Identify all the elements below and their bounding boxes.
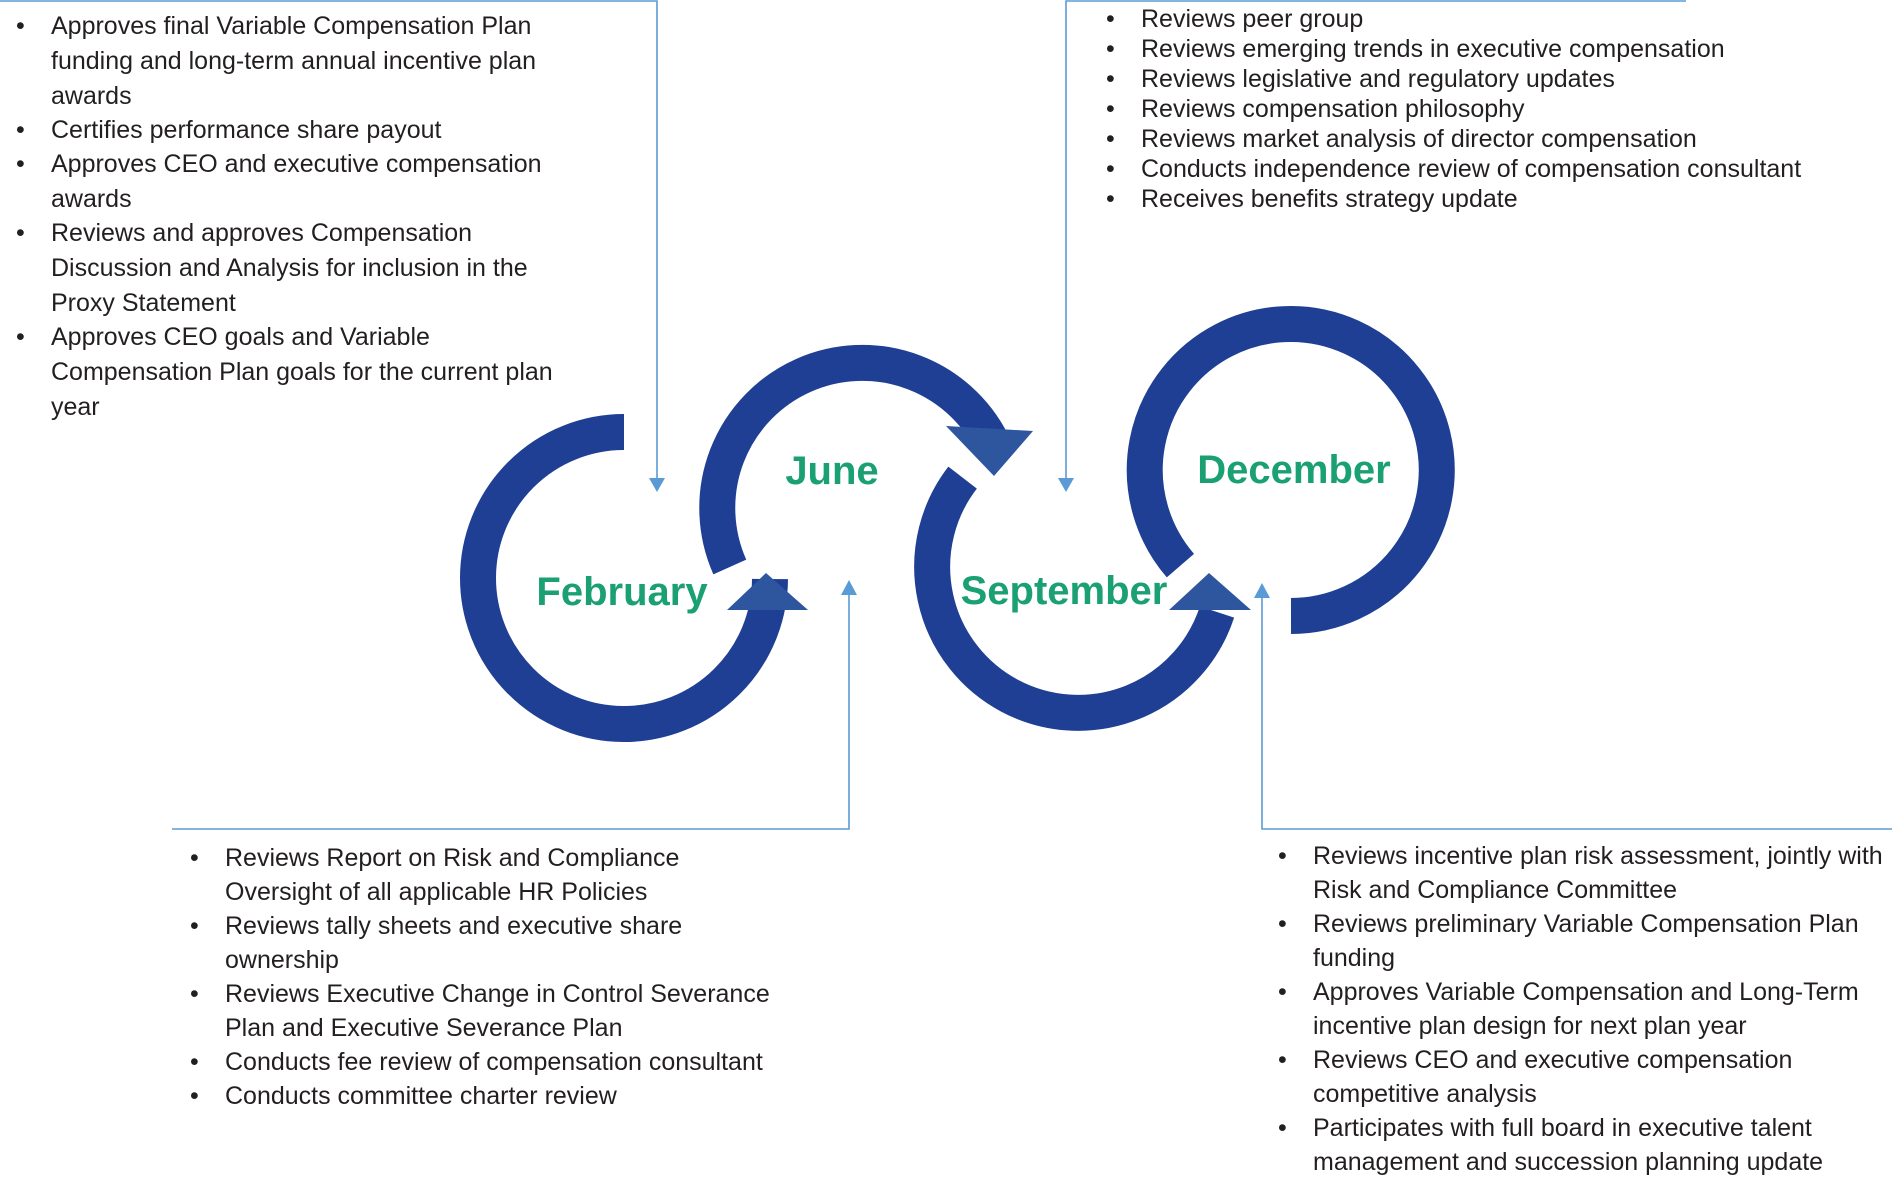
arrowhead-june-to-september (946, 426, 1033, 476)
cycle-arrowheads (727, 426, 1251, 610)
december-note: Reviews CEO and executive compensation c… (1278, 1043, 1888, 1111)
february-note: Approves CEO goals and Variable Compensa… (16, 320, 581, 425)
connector-arrowheads (649, 478, 1270, 598)
ring-september (914, 466, 1235, 731)
connector-december (1261, 595, 1892, 830)
month-label-june: June (785, 449, 878, 493)
december-notes-list: Reviews incentive plan risk assessment, … (1278, 839, 1888, 1179)
december-note: Participates with full board in executiv… (1278, 1111, 1888, 1179)
arrowhead-september-to-december (1169, 573, 1251, 610)
september-note: Conducts independence review of compensa… (1106, 154, 1826, 184)
june-note: Reviews Executive Change in Control Seve… (190, 977, 770, 1045)
june-note: Conducts fee review of compensation cons… (190, 1045, 770, 1079)
february-notes-list: Approves final Variable Compensation Pla… (16, 9, 581, 424)
september-notes-list: Reviews peer group Reviews emerging tren… (1106, 4, 1826, 214)
february-note: Approves CEO and executive compensation … (16, 147, 581, 217)
june-notes-list: Reviews Report on Risk and Compliance Ov… (190, 841, 770, 1113)
connector-december-arrow (1254, 583, 1270, 598)
connector-june (172, 592, 850, 830)
connector-february (0, 0, 658, 478)
arrowhead-february-to-june (727, 573, 808, 610)
february-note: Approves final Variable Compensation Pla… (16, 9, 581, 114)
september-note: Reviews emerging trends in executive com… (1106, 34, 1826, 64)
june-note: Reviews tally sheets and executive share… (190, 909, 770, 977)
connector-june-arrow (841, 580, 857, 595)
month-label-september: September (961, 569, 1168, 613)
ring-june (699, 344, 1012, 575)
connector-september (1065, 0, 1686, 478)
september-note: Reviews market analysis of director comp… (1106, 124, 1826, 154)
june-note: Reviews Report on Risk and Compliance Ov… (190, 841, 770, 909)
february-note: Reviews and approves Compensation Discus… (16, 216, 581, 321)
june-note: Conducts committee charter review (190, 1079, 770, 1113)
month-label-february: February (536, 570, 708, 614)
december-note: Reviews incentive plan risk assessment, … (1278, 839, 1888, 907)
connector-september-arrow (1058, 478, 1074, 492)
september-note: Receives benefits strategy update (1106, 184, 1826, 214)
month-label-december: December (1197, 448, 1390, 492)
ring-december (1126, 306, 1455, 634)
september-note: Reviews compensation philosophy (1106, 94, 1826, 124)
february-note: Certifies performance share payout (16, 113, 581, 148)
december-note: Approves Variable Compensation and Long-… (1278, 975, 1888, 1043)
december-note: Reviews preliminary Variable Compensatio… (1278, 907, 1888, 975)
connector-february-arrow (649, 478, 665, 492)
september-note: Reviews peer group (1106, 4, 1826, 34)
cycle-rings (460, 306, 1455, 742)
september-note: Reviews legislative and regulatory updat… (1106, 64, 1826, 94)
ring-february (460, 414, 788, 742)
connector-lines (0, 0, 1892, 830)
